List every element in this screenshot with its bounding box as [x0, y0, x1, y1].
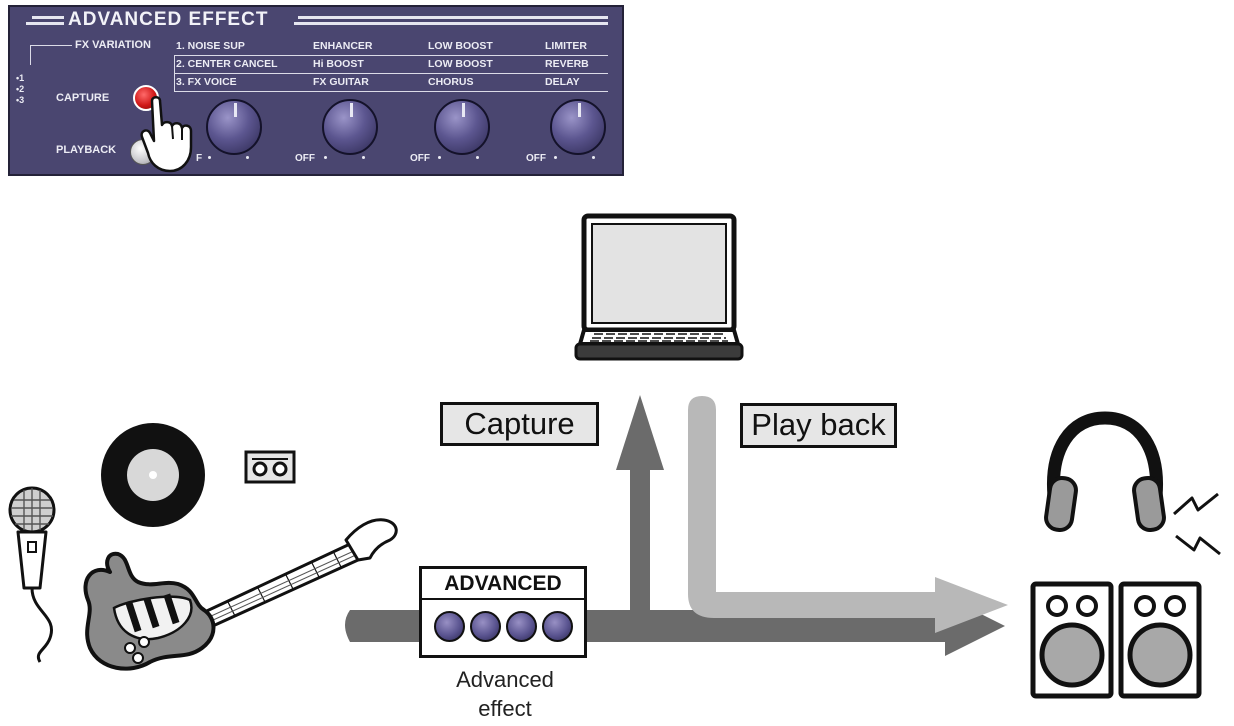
fx-cell-r2-c2: Hi BOOST [313, 58, 364, 70]
title-decor-right [298, 16, 608, 19]
knob-3-dot-right [476, 156, 479, 159]
variation-number-1: •1 [16, 73, 25, 83]
fx-cell-r2-c1: 2. CENTER CANCEL [176, 58, 278, 70]
fx-row-divider-2 [174, 73, 608, 74]
knob-2-dot-left [324, 156, 327, 159]
advanced-caption-line1: Advanced [456, 667, 554, 692]
advanced-knob-4 [542, 611, 573, 642]
advanced-box-title: ADVANCED [422, 569, 584, 600]
laptop-icon [574, 213, 744, 361]
fx-cell-r1-c3: LOW BOOST [428, 40, 493, 52]
speaker-icon [1118, 581, 1202, 699]
advanced-knob-2 [470, 611, 501, 642]
advanced-effect-caption: Advanced effect [432, 665, 578, 723]
fx-row-divider-1 [174, 55, 608, 56]
knob-3-dot-left [438, 156, 441, 159]
playback-flow-label: Play back [740, 403, 897, 448]
variation-knob-4[interactable] [550, 99, 606, 155]
advanced-effect-panel: ADVANCED EFFECT FX VARIATION •1 •2 •3 1.… [8, 5, 624, 176]
playback-arrow [688, 396, 1008, 633]
fx-cell-r1-c1: 1. NOISE SUP [176, 40, 245, 52]
panel-title: ADVANCED EFFECT [68, 9, 269, 30]
fx-cell-r2-c4: REVERB [545, 58, 589, 70]
knob-1-dot-left [208, 156, 211, 159]
knob-2-dot-right [362, 156, 365, 159]
knob-1-off-label: F [196, 153, 203, 164]
cassette-icon [244, 450, 296, 484]
fx-bracket-horizontal [30, 45, 72, 46]
advanced-knob-1 [434, 611, 465, 642]
sound-wave-icon [1173, 492, 1221, 556]
knob-3-off-label: OFF [410, 153, 430, 164]
playback-label: PLAYBACK [56, 144, 117, 156]
knob-4-off-label: OFF [526, 153, 546, 164]
microphone-icon [8, 486, 56, 663]
title-decor-left [32, 16, 64, 19]
fx-cell-r3-c3: CHORUS [428, 76, 474, 88]
fx-row-divider-3 [174, 91, 608, 92]
advanced-knob-3 [506, 611, 537, 642]
vinyl-record-icon [101, 423, 205, 527]
fx-cell-r1-c2: ENHANCER [313, 40, 373, 52]
variation-number-2: •2 [16, 84, 25, 94]
speaker-icon [1030, 581, 1114, 699]
variation-knob-3[interactable] [434, 99, 490, 155]
fx-cell-r3-c1: 3. FX VOICE [176, 76, 237, 88]
variation-number-3: •3 [16, 95, 25, 105]
knob-1-dot-right [246, 156, 249, 159]
fx-cell-r3-c4: DELAY [545, 76, 580, 88]
knob-2-off-label: OFF [295, 153, 315, 164]
headphones-icon [1044, 411, 1166, 533]
capture-flow-label: Capture [440, 402, 599, 446]
electric-guitar-icon [83, 518, 398, 671]
fx-bracket-vertical [30, 45, 31, 65]
fx-variation-label: FX VARIATION [75, 39, 151, 51]
fx-cell-r3-c2: FX GUITAR [313, 76, 369, 88]
advanced-effect-box: ADVANCED [419, 566, 587, 658]
variation-knob-1[interactable] [206, 99, 262, 155]
knob-4-dot-left [554, 156, 557, 159]
fx-table-left-rule [174, 55, 175, 92]
capture-label: CAPTURE [56, 92, 110, 104]
pointing-hand-icon [140, 96, 193, 173]
fx-cell-r2-c3: LOW BOOST [428, 58, 493, 70]
title-decor-right-2 [294, 22, 608, 25]
advanced-caption-line2: effect [478, 696, 532, 721]
knob-4-dot-right [592, 156, 595, 159]
variation-knob-2[interactable] [322, 99, 378, 155]
title-decor-left-2 [26, 22, 64, 25]
fx-cell-r1-c4: LIMITER [545, 40, 587, 52]
